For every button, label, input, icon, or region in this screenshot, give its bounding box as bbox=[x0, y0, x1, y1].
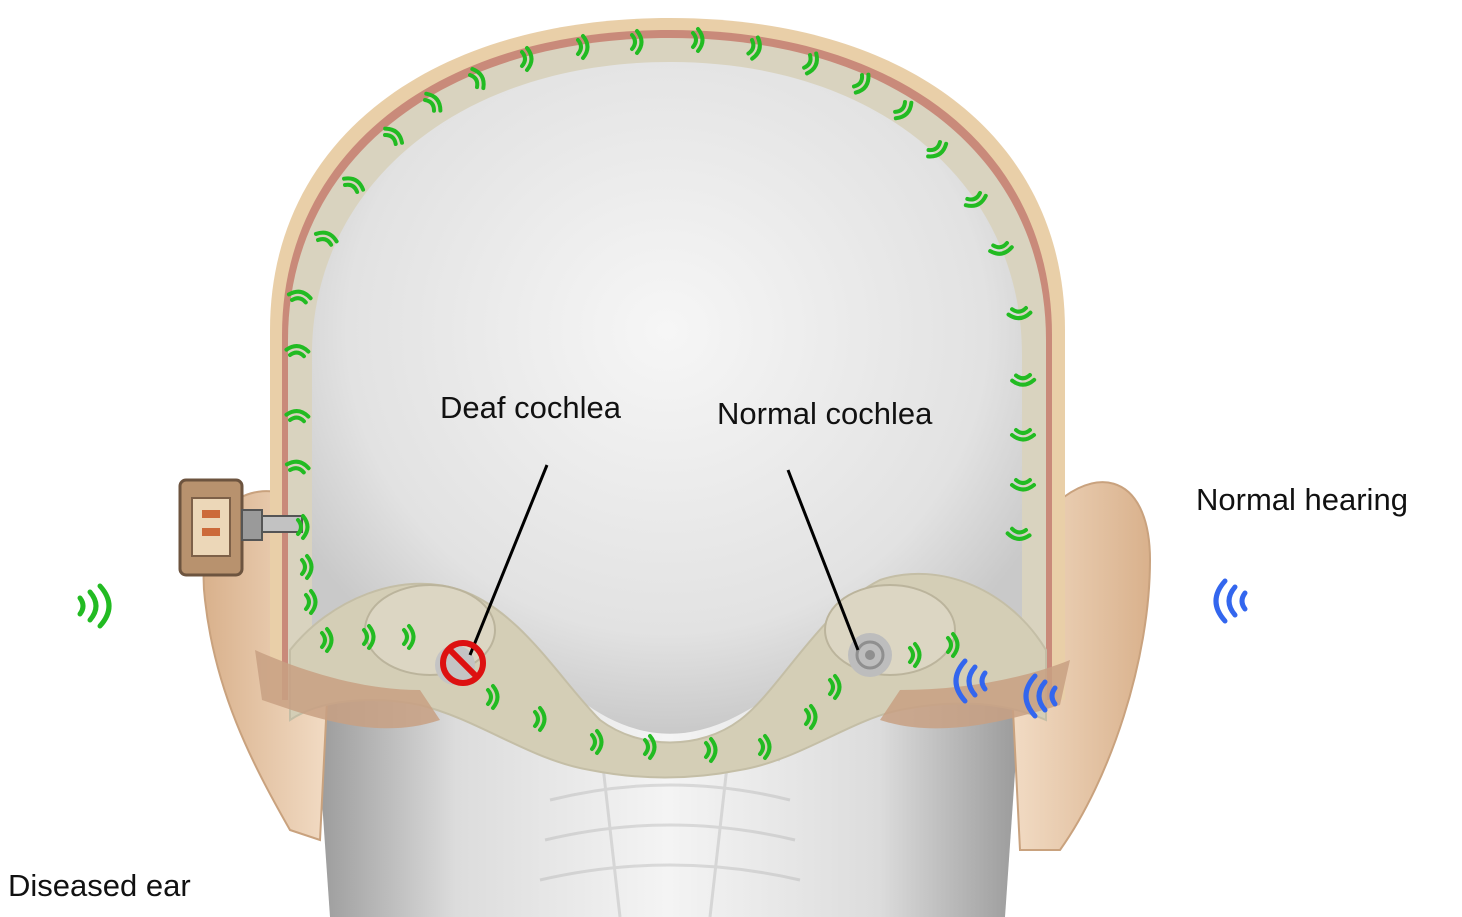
left-temporal-bone bbox=[365, 585, 495, 675]
normal-hearing-label: Normal hearing bbox=[1196, 482, 1408, 518]
diseased-ear-label: Diseased ear bbox=[8, 868, 191, 904]
incoming-sound-wave-icon bbox=[80, 586, 109, 626]
normal-cochlea-label: Normal cochlea bbox=[717, 396, 932, 432]
deaf-cochlea-label: Deaf cochlea bbox=[440, 390, 621, 426]
air-conduction-sound-wave-icon bbox=[1216, 581, 1245, 621]
